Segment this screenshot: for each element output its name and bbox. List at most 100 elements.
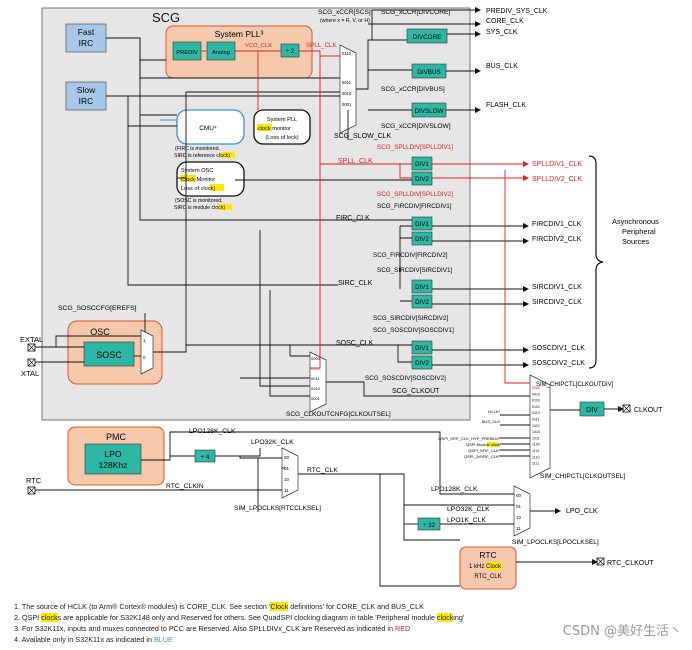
rtc-mux-in3: 11 bbox=[284, 488, 289, 493]
cmu-label: CMU⁴ bbox=[199, 125, 217, 132]
osc-monitor-highlight1 bbox=[180, 175, 196, 182]
output-arrows bbox=[470, 7, 624, 565]
div4-label: ÷ 4 bbox=[201, 454, 210, 461]
chipctl-input-11: 1110 bbox=[532, 455, 539, 459]
chip-side-qspi-module: QSPI Module clock bbox=[466, 442, 500, 447]
osc-monitor-highlight2 bbox=[210, 184, 224, 191]
erefs-label: SCG_SOSCCFG[EREFS] bbox=[58, 305, 137, 312]
rtc-block-highlight bbox=[487, 562, 502, 570]
sosc-div2-reg: SCG_SOSCDIV[SOSCDIV2] bbox=[365, 375, 446, 382]
sys-clk-label: SYS_CLK bbox=[486, 29, 518, 36]
lpo-mux-in3: 11 bbox=[516, 526, 521, 531]
chipctl-sel-label: SIM_CHIPCTL[CLKOUTSEL] bbox=[540, 473, 625, 480]
scs-mux-in-2: 0010 bbox=[342, 91, 352, 96]
divbus-reg-label: SCG_xCCR[DIVBUS] bbox=[381, 86, 445, 93]
divcore-block bbox=[406, 28, 448, 44]
firc-div2-block bbox=[411, 231, 433, 246]
scs-mux-in-1: 0011 bbox=[342, 80, 352, 85]
slow-irc-block bbox=[65, 81, 107, 111]
pll-monitor-line1: System PLL bbox=[267, 117, 297, 123]
xtal-label: XTAL bbox=[21, 369, 39, 378]
chip-side-highlight bbox=[487, 442, 499, 447]
lpo-block bbox=[84, 443, 142, 475]
spll-div2-reg: SCG_SPLLDIV[SPLLDIV2] bbox=[377, 191, 453, 198]
pll-monitor-line2: clock monitor bbox=[258, 126, 291, 132]
chipctl-div-reg: SIM_CHIPCTL[CLKOUTDIV] bbox=[536, 382, 614, 388]
splldiv2-clk-label: SPLLDIV2_CLK bbox=[532, 176, 583, 183]
scg-slow-clk-label: SCG_SLOW_CLK bbox=[334, 133, 392, 140]
sosc-div2-block bbox=[411, 355, 433, 370]
core-clk-label: CORE_CLK bbox=[486, 18, 524, 25]
chipctl-input-9: 1100 bbox=[532, 443, 540, 447]
scs-mux-in-3: 0001 bbox=[342, 102, 352, 107]
lpo-mux-in2: 10 bbox=[516, 515, 522, 520]
sosc-clk-label: SOSC_CLK bbox=[336, 340, 374, 347]
sirc-div1-reg: SCG_SIRCDIV[SIRCDIV1] bbox=[377, 267, 452, 274]
chipctl-input-0: 0000 bbox=[532, 386, 540, 390]
system-pll-title: System PLL³ bbox=[215, 29, 264, 39]
scs-mux-title: SCG_xCCR[SCS] bbox=[318, 9, 371, 16]
sirc-div1-label: DIV1 bbox=[415, 284, 429, 291]
pll-monitor-highlight bbox=[257, 124, 272, 131]
spll-wiring bbox=[201, 50, 530, 384]
rtc-block-title: RTC bbox=[479, 550, 496, 560]
firc-div1-reg: SCG_FIRCDIV[FIRCDIV1] bbox=[377, 203, 452, 210]
rtcclksel-mux bbox=[281, 447, 299, 499]
firc-div2-reg: SCG_FIRCDIV[FIRCDIV2] bbox=[373, 252, 448, 259]
chip-side-qspi-sfif: QSPI_SFIF_CLK² bbox=[468, 448, 500, 453]
div32-label: ÷ 32 bbox=[423, 522, 436, 529]
soscdiv1-clk-label: SOSCDIV1_CLK bbox=[532, 345, 585, 352]
pmc-title: PMC bbox=[106, 432, 127, 442]
spll-div2-label: DIV2 bbox=[415, 176, 429, 183]
divbus-label: DIVBUS bbox=[417, 69, 440, 76]
sirc-div2-reg: SCG_SIRCDIV[SIRCDIV2] bbox=[373, 315, 448, 322]
scs-mux-in-0: 0110 bbox=[342, 51, 352, 56]
rtc-block-line3: RTC_CLK bbox=[474, 574, 501, 580]
lpo-line2: 128Khz bbox=[99, 460, 128, 470]
osc-monitor-note-highlight bbox=[218, 204, 232, 210]
sirc-clk-label: SIRC_CLK bbox=[338, 280, 373, 287]
lpo32k-label: LPO32K_CLK bbox=[251, 439, 294, 446]
sircdiv1-clk-label: SIRCDIV1_CLK bbox=[532, 284, 582, 291]
rtcclksel-label: SIM_LPOCLKS[RTCCLKSEL] bbox=[234, 505, 321, 512]
scg-title: SCG bbox=[152, 10, 180, 25]
watermark: CSDN @美好生活丶 bbox=[562, 624, 682, 639]
lpo-mux-in1: 01 bbox=[516, 504, 522, 509]
slow-irc-line2: IRC bbox=[79, 96, 94, 106]
pll-monitor-block bbox=[253, 109, 311, 145]
spll-clk-label-top: SPLL_CLK bbox=[306, 42, 337, 49]
lpo128k-b-label: LPO128K_CLK bbox=[431, 486, 478, 493]
rtc-pin-label: RTC bbox=[26, 476, 42, 485]
prediv-sys-clk-label: PREDIV_SYS_CLK bbox=[486, 8, 548, 15]
chipctl-input-7: 1010 bbox=[532, 430, 540, 434]
osc-monitor-line1: System OSC bbox=[181, 168, 213, 174]
cmu-block bbox=[176, 109, 245, 145]
firc-div1-label: DIV1 bbox=[415, 221, 429, 228]
chip-side-bus: BUS_CLK bbox=[482, 419, 501, 424]
rtc-pin bbox=[27, 486, 36, 495]
chipctl-input-6: 1001 bbox=[532, 424, 540, 428]
divcore-reg-label: SCG_xCCR[DIVCORE] bbox=[381, 9, 450, 16]
divslow-label: DIVSLOW bbox=[414, 108, 443, 115]
lpoclksel-mux bbox=[513, 485, 531, 537]
firc-div2-label: DIV2 bbox=[415, 236, 429, 243]
async-line2: Peripheral bbox=[622, 227, 656, 236]
prediv-label: PREDIV bbox=[176, 50, 198, 56]
cmu-note-line1: (FIRC is monitored, bbox=[175, 146, 220, 152]
rtc-mux-in0: 00 bbox=[284, 455, 290, 460]
divcore-label: DIVCORE bbox=[413, 34, 442, 41]
osc-mux-in1: 1 bbox=[143, 338, 146, 343]
chipctl-input-12: 1111 bbox=[532, 462, 539, 466]
rtc-clkout-label: RTC_CLKOUT bbox=[607, 560, 654, 567]
bus-clk-label: BUS_CLK bbox=[486, 63, 518, 70]
osc-mux-in0: 0 bbox=[143, 355, 146, 360]
vco-clk-label: VCO_CLK bbox=[245, 43, 272, 49]
extal-pin bbox=[27, 343, 36, 352]
pll-div2-block bbox=[280, 43, 300, 58]
splldiv1-clk-label: SPLLDIV1_CLK bbox=[532, 161, 583, 168]
fast-irc-line1: Fast bbox=[78, 27, 95, 37]
osc-title: OSC bbox=[90, 327, 110, 337]
chipctl-input-8: 1011 bbox=[532, 436, 540, 440]
note-4: 4. Available only in S32K11x as indicate… bbox=[14, 635, 173, 644]
sosc-label: SOSC bbox=[96, 350, 122, 360]
